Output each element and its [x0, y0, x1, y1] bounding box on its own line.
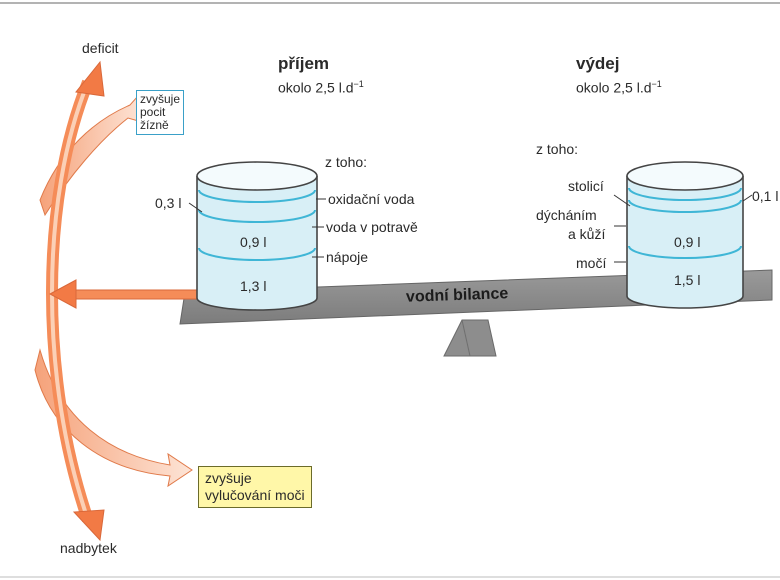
arrow-head-up-icon	[75, 60, 105, 97]
deficit-label: deficit	[82, 40, 119, 56]
output-component-feces: stolicí	[568, 178, 604, 194]
beam-label: vodní bilance	[405, 285, 509, 306]
intake-component-food: voda v potravě	[326, 219, 418, 235]
beam-arrow-head-icon	[48, 279, 77, 309]
intake-value-drinks: 1,3 l	[240, 278, 267, 294]
output-value-breath: 0,9 l	[674, 234, 701, 250]
output-glass	[626, 161, 744, 309]
intake-value-oxidation: 0,3 l	[155, 195, 182, 211]
output-of-which: z toho:	[536, 141, 579, 157]
leader-value-left	[188, 202, 203, 213]
leader-value-right	[742, 194, 753, 202]
output-value-urine: 1,5 l	[674, 272, 701, 288]
surplus-label: nadbytek	[60, 540, 117, 556]
intake-of-which: z toho:	[325, 154, 368, 170]
output-component-breath-1: dýcháním	[536, 207, 597, 223]
intake-title: příjem	[278, 54, 330, 73]
output-component-urine: močí	[576, 255, 607, 271]
balance-beam	[179, 269, 773, 325]
urine-box: zvyšuje vylučování moči	[198, 466, 312, 508]
beam-pivot	[443, 319, 497, 357]
urine-line-1: zvyšuje	[205, 470, 252, 486]
output-subtitle: okolo 2,5 l.d−1	[576, 79, 662, 96]
leader-feces	[613, 194, 631, 207]
intake-component-oxidation: oxidační voda	[328, 191, 415, 207]
beam-arrow-shaft	[69, 289, 199, 300]
output-value-feces: 0,1 l	[752, 188, 779, 204]
thirst-line-2: pocit	[140, 105, 166, 119]
thirst-box: zvyšuje pocit žízně	[136, 90, 185, 135]
arrow-head-down-icon	[72, 509, 105, 542]
thirst-line-1: zvyšuje	[140, 92, 181, 106]
intake-subtitle: okolo 2,5 l.d−1	[278, 79, 364, 96]
urine-line-2: vylučování moči	[205, 487, 305, 503]
pivot-edge	[461, 319, 471, 357]
output-component-breath-2: a kůží	[568, 226, 606, 242]
output-title: výdej	[576, 54, 620, 73]
intake-glass	[196, 161, 318, 311]
intake-value-food: 0,9 l	[240, 234, 267, 250]
intake-component-drinks: nápoje	[326, 249, 369, 265]
thirst-line-3: žízně	[140, 118, 169, 132]
